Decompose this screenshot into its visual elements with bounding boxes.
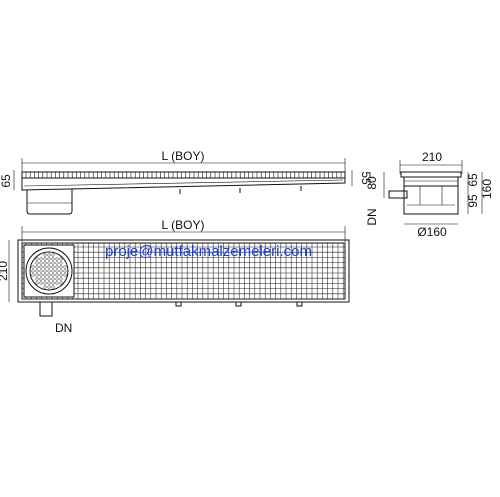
sump-hole: [35, 261, 39, 265]
sump-hole: [31, 273, 35, 277]
plan-view: L (BOY) DN 210: [0, 218, 350, 335]
sump-hole: [59, 265, 63, 269]
plan-sump-perforation: [31, 253, 67, 289]
plan-tab-1: [175, 301, 182, 307]
section-height-160-label: 160: [480, 179, 494, 199]
side-view: L (BOY) 65 55: [0, 149, 373, 215]
section-width-label: 210: [422, 150, 442, 164]
sump-hole: [51, 265, 55, 269]
section-height-95-label: 95: [466, 194, 480, 208]
sump-hole: [47, 265, 51, 269]
sump-hole: [31, 265, 35, 269]
section-channel: [403, 176, 459, 187]
sump-hole: [51, 277, 55, 281]
sump-hole: [63, 265, 67, 269]
sump-hole: [55, 277, 59, 281]
sump-hole: [39, 273, 43, 277]
sump-hole: [55, 265, 59, 269]
sump-hole: [43, 261, 47, 265]
sump-hole: [51, 261, 55, 265]
sump-hole: [55, 269, 59, 273]
channel-body: [21, 178, 346, 191]
sump-hole: [59, 281, 63, 285]
sump-hole: [43, 285, 47, 289]
sump-hole: [59, 273, 63, 277]
sump-hole: [55, 281, 59, 285]
sump-hole: [43, 273, 47, 277]
section-height-65-label: 65: [466, 173, 480, 187]
side-height-right-label: 55: [359, 171, 373, 185]
section-basket: [403, 186, 459, 215]
plan-outer-frame: [17, 239, 350, 303]
sump-hole: [31, 269, 35, 273]
sump-hole: [55, 261, 59, 265]
section-outlet-label: DN: [365, 208, 379, 225]
sump-hole: [43, 253, 47, 257]
plan-sump-inner-circle: [29, 251, 69, 291]
plan-sump-outer-circle: [25, 247, 73, 295]
sump-hole: [63, 269, 67, 273]
sump-hole: [39, 265, 43, 269]
rail-ticks: [25, 172, 342, 178]
section-grate: [400, 171, 462, 178]
sump-hole: [43, 281, 47, 285]
sump-hole: [51, 257, 55, 261]
section-diameter-label: Ø160: [417, 225, 447, 239]
sump-hole: [47, 253, 51, 257]
plan-outlet-stub: [39, 301, 53, 317]
sump-hole: [47, 269, 51, 273]
sump-hole: [59, 269, 63, 273]
sump-hole: [35, 265, 39, 269]
plan-length-label: L (BOY): [162, 218, 205, 232]
sump-hole: [35, 281, 39, 285]
sump-hole: [39, 269, 43, 273]
sump-hole: [51, 285, 55, 289]
sump-hole: [59, 277, 63, 281]
sump-hole: [39, 261, 43, 265]
sump-hole: [51, 269, 55, 273]
plan-width-label: 210: [0, 261, 10, 281]
side-height-left-label: 65: [0, 174, 13, 188]
sump-hole: [59, 261, 63, 265]
plan-outlet-label: DN: [55, 321, 72, 335]
sump-hole: [35, 257, 39, 261]
sump-hole: [43, 265, 47, 269]
sump-hole: [43, 269, 47, 273]
sump-hole: [59, 257, 63, 261]
sump-hole: [47, 273, 51, 277]
sump-hole: [51, 253, 55, 257]
sump-hole: [39, 281, 43, 285]
section-depth-label: 80: [365, 176, 379, 190]
section-view: 210 80 DN 65 95 160 Ø160: [365, 150, 494, 239]
sump-hole: [35, 269, 39, 273]
channel-slope-inner: [23, 179, 344, 187]
sump-hole: [63, 273, 67, 277]
sump-hole: [47, 285, 51, 289]
sump-box: [26, 189, 73, 215]
section-outlet-pipe: [388, 190, 408, 199]
side-length-label: L (BOY): [162, 149, 205, 163]
sump-hole: [35, 273, 39, 277]
plan-tab-3: [296, 301, 303, 307]
sump-hole: [51, 281, 55, 285]
plan-tab-2: [235, 301, 242, 307]
sump-hole: [47, 261, 51, 265]
sump-hole: [55, 273, 59, 277]
sump-hole: [39, 257, 43, 261]
sump-hole: [47, 257, 51, 261]
sump-hole: [55, 257, 59, 261]
sump-hole: [43, 257, 47, 261]
plan-grating-grid: [22, 243, 345, 300]
watermark-email: proje@mutfakmalzemeleri.com: [105, 243, 312, 260]
sump-hole: [39, 277, 43, 281]
sump-hole: [35, 277, 39, 281]
sump-hole: [51, 273, 55, 277]
sump-hole: [47, 281, 51, 285]
side-top-rail: [21, 171, 346, 179]
sump-hole: [43, 277, 47, 281]
sump-hole: [47, 277, 51, 281]
